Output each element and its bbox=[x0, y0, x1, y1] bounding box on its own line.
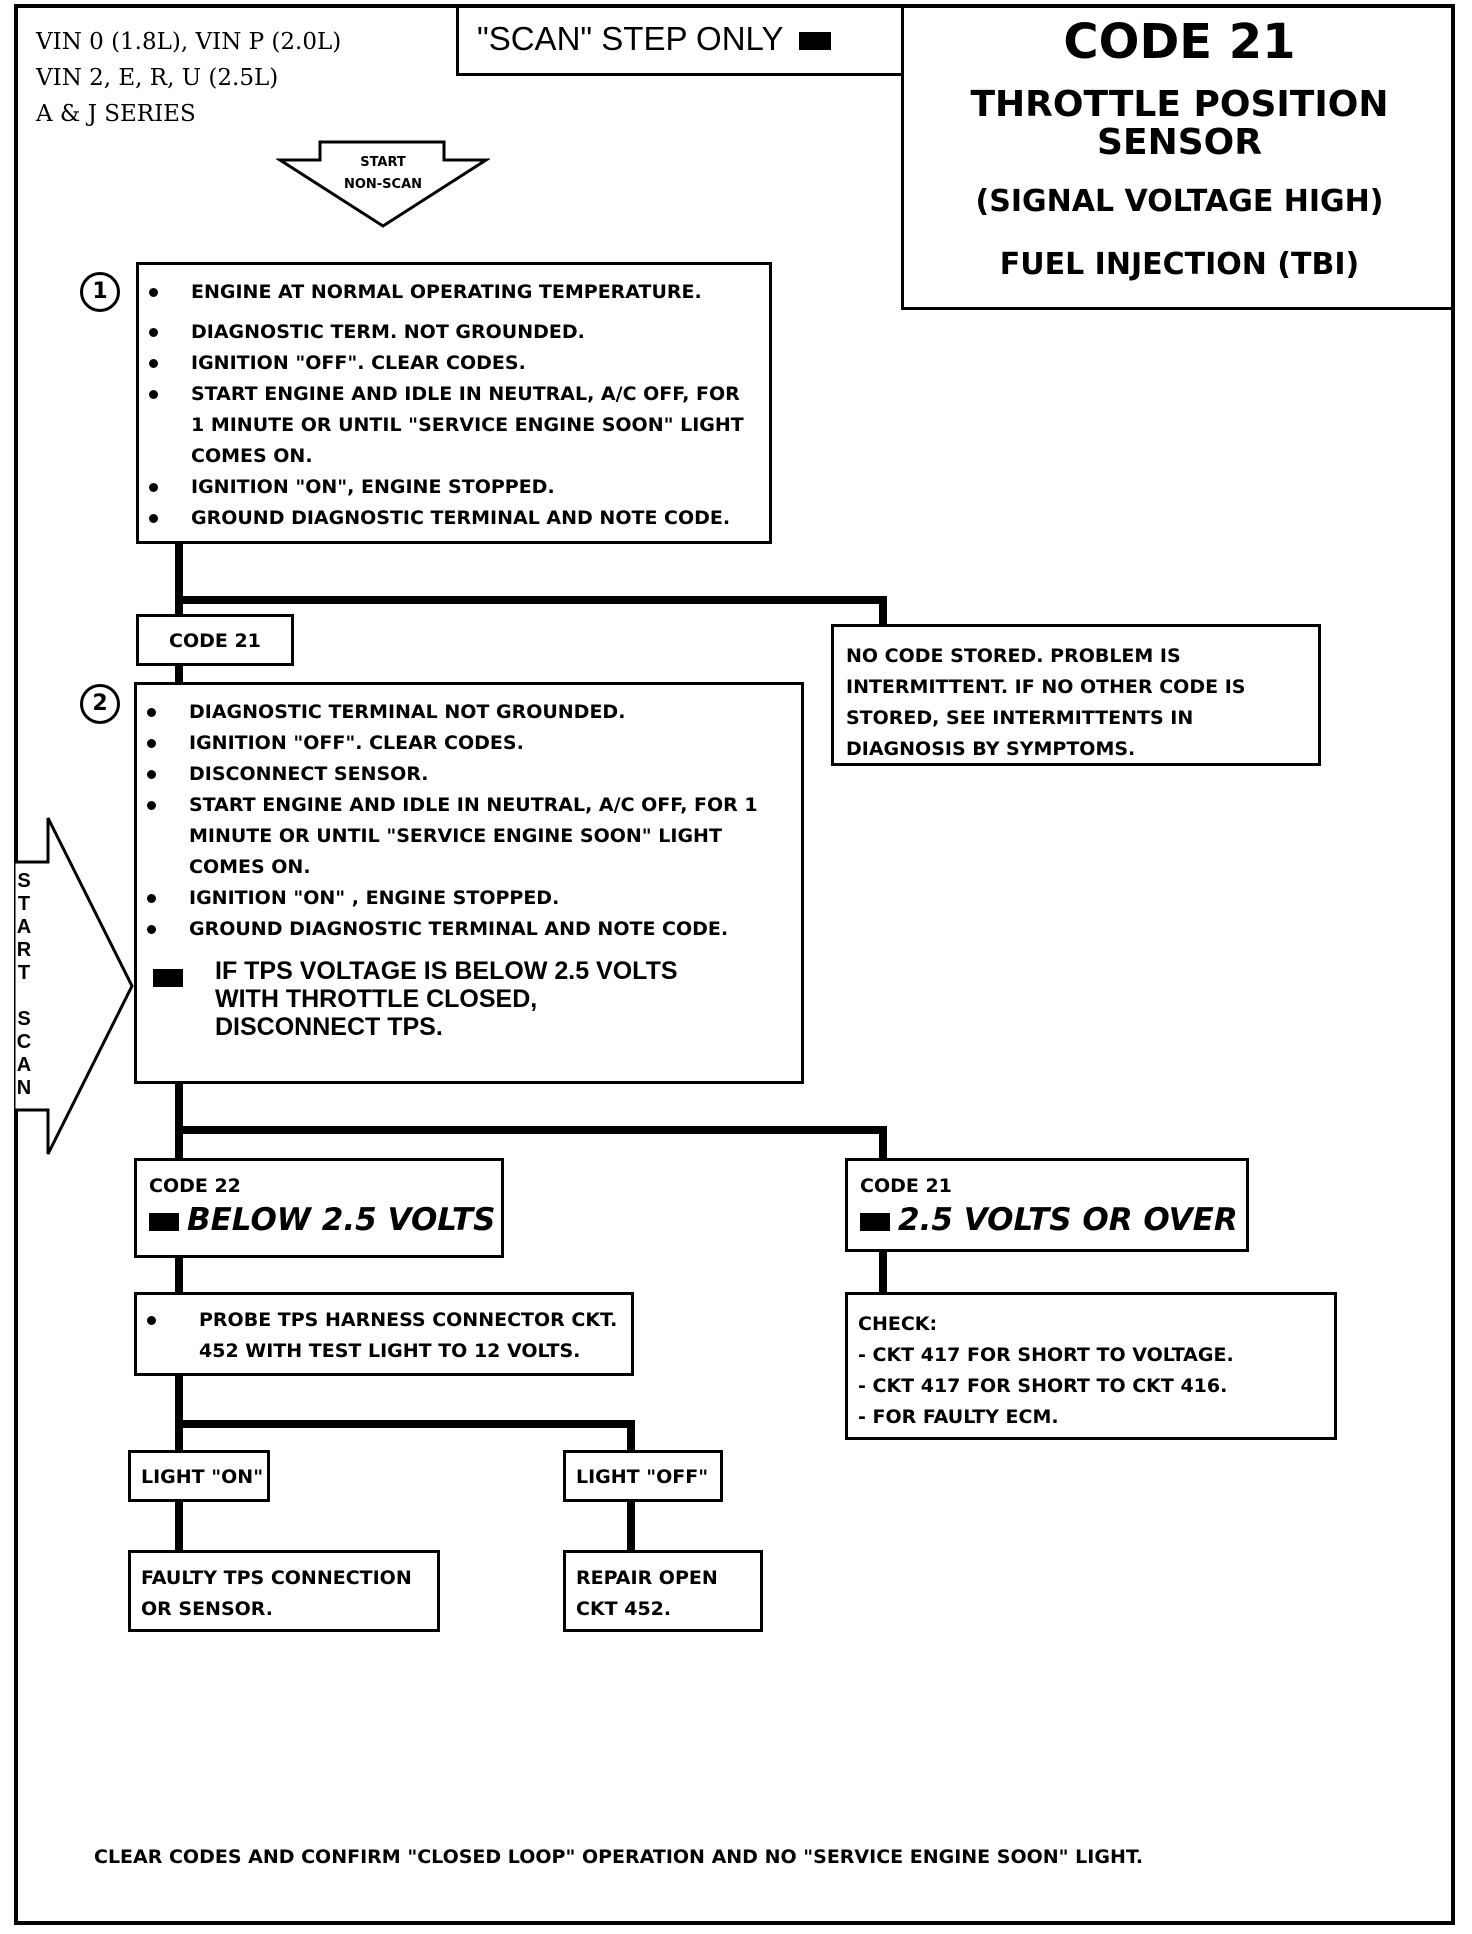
scan-note-line: IF TPS VOLTAGE IS BELOW 2.5 VOLTS bbox=[215, 957, 678, 985]
connector-code22-down bbox=[175, 1256, 183, 1294]
code-22-value-row: BELOW 2.5 VOLTS bbox=[149, 1202, 501, 1238]
connector-to-light-off bbox=[627, 1420, 635, 1464]
repair-text: REPAIR OPEN CKT 452. bbox=[576, 1567, 718, 1620]
code-22-label: CODE 22 bbox=[149, 1175, 241, 1197]
faulty-box: FAULTY TPS CONNECTION OR SENSOR. bbox=[128, 1550, 440, 1632]
step-2-item: IGNITION "ON" , ENGINE STOPPED. bbox=[137, 883, 787, 914]
start-scan-letter: A bbox=[16, 916, 32, 938]
sensor-title: THROTTLE POSITION SENSOR bbox=[970, 84, 1389, 163]
connector-to-no-code bbox=[879, 596, 887, 626]
probe-box: PROBE TPS HARNESS CONNECTOR CKT. 452 WIT… bbox=[134, 1292, 634, 1376]
light-off-label: LIGHT "OFF" bbox=[576, 1466, 709, 1488]
scan-step-label: "SCAN" STEP ONLY bbox=[477, 20, 784, 57]
code-22-box: CODE 22 BELOW 2.5 VOLTS bbox=[134, 1158, 504, 1258]
code-21-label: CODE 21 bbox=[169, 630, 261, 652]
connector-split-3 bbox=[175, 1420, 635, 1428]
step-2-item: DIAGNOSTIC TERMINAL NOT GROUNDED. bbox=[137, 697, 787, 728]
step-1-item: IGNITION "ON", ENGINE STOPPED. bbox=[139, 472, 755, 503]
step-1-item: DIAGNOSTIC TERM. NOT GROUNDED. bbox=[139, 317, 755, 348]
light-on-label: LIGHT "ON" bbox=[141, 1466, 264, 1488]
step-1-item: ENGINE AT NORMAL OPERATING TEMPERATURE. bbox=[139, 277, 755, 308]
no-code-text: NO CODE STORED. PROBLEM IS INTERMITTENT.… bbox=[846, 645, 1246, 760]
start-scan-letter: A bbox=[16, 1054, 32, 1076]
connector-step1-down bbox=[175, 542, 183, 624]
connector-light-on-down bbox=[175, 1500, 183, 1556]
code-21-over-label: CODE 21 bbox=[860, 1175, 952, 1197]
connector-split-1 bbox=[175, 596, 887, 604]
start-scan-label: S T A R T S C A N bbox=[14, 870, 34, 1100]
connector-light-off-down bbox=[627, 1500, 635, 1556]
vin-line-1: VIN 0 (1.8L), VIN P (2.0L) bbox=[36, 29, 342, 55]
check-title: CHECK: bbox=[858, 1313, 938, 1335]
repair-box: REPAIR OPEN CKT 452. bbox=[563, 1550, 763, 1632]
step-2-list: DIAGNOSTIC TERMINAL NOT GROUNDED. IGNITI… bbox=[137, 697, 787, 945]
step-1-marker: 1 bbox=[80, 272, 120, 312]
start-scan-letter: S bbox=[17, 870, 31, 892]
start-text: START bbox=[360, 155, 406, 170]
condition-title: (SIGNAL VOLTAGE HIGH) bbox=[975, 184, 1384, 219]
step-2-marker: 2 bbox=[80, 684, 120, 724]
light-off-box: LIGHT "OFF" bbox=[563, 1450, 723, 1502]
code-title: CODE 21 bbox=[1063, 14, 1296, 70]
step-2-item: IGNITION "OFF". CLEAR CODES. bbox=[137, 728, 787, 759]
connector-probe-down bbox=[175, 1374, 183, 1464]
probe-list: PROBE TPS HARNESS CONNECTOR CKT. 452 WIT… bbox=[137, 1305, 625, 1367]
connector-code21-down bbox=[175, 662, 183, 684]
check-item: - CKT 417 FOR SHORT TO CKT 416. bbox=[858, 1375, 1228, 1397]
connector-to-code21-over bbox=[879, 1126, 887, 1160]
step-2-item: START ENGINE AND IDLE IN NEUTRAL, A/C OF… bbox=[137, 790, 787, 883]
connector-code21-check bbox=[879, 1250, 887, 1294]
connector-step2-down bbox=[175, 1080, 183, 1160]
series-line: A & J SERIES bbox=[36, 101, 196, 127]
light-on-box: LIGHT "ON" bbox=[128, 1450, 270, 1502]
non-scan-text: NON-SCAN bbox=[344, 177, 422, 192]
scan-note: IF TPS VOLTAGE IS BELOW 2.5 VOLTS WITH T… bbox=[137, 957, 787, 1041]
scan-note-line: WITH THROTTLE CLOSED, bbox=[215, 985, 538, 1013]
scan-marker-icon bbox=[860, 1212, 890, 1231]
step-2-box: DIAGNOSTIC TERMINAL NOT GROUNDED. IGNITI… bbox=[134, 682, 804, 1084]
start-non-scan-arrow: START NON-SCAN bbox=[276, 140, 490, 228]
step-1-list: ENGINE AT NORMAL OPERATING TEMPERATURE. … bbox=[139, 277, 755, 534]
start-scan-letter bbox=[14, 985, 34, 1008]
scan-note-line: DISCONNECT TPS. bbox=[215, 1013, 443, 1041]
faulty-text: FAULTY TPS CONNECTION OR SENSOR. bbox=[141, 1567, 412, 1620]
code-22-value: BELOW 2.5 VOLTS bbox=[187, 1202, 496, 1238]
check-item: - FOR FAULTY ECM. bbox=[858, 1406, 1059, 1428]
step-1-box: ENGINE AT NORMAL OPERATING TEMPERATURE. … bbox=[136, 262, 772, 544]
check-item: - CKT 417 FOR SHORT TO VOLTAGE. bbox=[858, 1344, 1234, 1366]
code-21-over-value: 2.5 VOLTS OR OVER bbox=[898, 1202, 1238, 1238]
start-scan-letter: T bbox=[17, 962, 31, 984]
check-box: CHECK: - CKT 417 FOR SHORT TO VOLTAGE. -… bbox=[845, 1292, 1337, 1440]
start-scan-letter: R bbox=[16, 939, 32, 961]
system-title: FUEL INJECTION (TBI) bbox=[999, 247, 1360, 282]
probe-text: PROBE TPS HARNESS CONNECTOR CKT. 452 WIT… bbox=[137, 1305, 625, 1367]
start-scan-letter: N bbox=[16, 1077, 32, 1099]
no-code-box: NO CODE STORED. PROBLEM IS INTERMITTENT.… bbox=[831, 624, 1321, 766]
vin-header: VIN 0 (1.8L), VIN P (2.0L) VIN 2, E, R, … bbox=[36, 24, 341, 132]
scan-marker-icon bbox=[153, 969, 183, 987]
step-1-item: IGNITION "OFF". CLEAR CODES. bbox=[139, 348, 755, 379]
code-21-box: CODE 21 bbox=[136, 614, 294, 666]
start-scan-letter: S bbox=[17, 1008, 31, 1030]
start-scan-letter: C bbox=[16, 1031, 32, 1053]
start-scan-arrow bbox=[14, 817, 134, 1155]
code-21-over-value-row: 2.5 VOLTS OR OVER bbox=[860, 1202, 1246, 1238]
start-scan-letter: T bbox=[17, 893, 31, 915]
step-1-item: START ENGINE AND IDLE IN NEUTRAL, A/C OF… bbox=[139, 379, 755, 472]
connector-split-2 bbox=[175, 1126, 887, 1134]
step-2-item: DISCONNECT SENSOR. bbox=[137, 759, 787, 790]
scan-marker-icon bbox=[149, 1212, 179, 1231]
footer-note: CLEAR CODES AND CONFIRM "CLOSED LOOP" OP… bbox=[94, 1846, 1144, 1868]
scan-marker-icon bbox=[799, 32, 832, 51]
step-1-item: GROUND DIAGNOSTIC TERMINAL AND NOTE CODE… bbox=[139, 503, 755, 534]
code-21-over-box: CODE 21 2.5 VOLTS OR OVER bbox=[845, 1158, 1249, 1252]
title-box: CODE 21 THROTTLE POSITION SENSOR (SIGNAL… bbox=[901, 4, 1455, 310]
vin-line-2: VIN 2, E, R, U (2.5L) bbox=[36, 65, 279, 91]
step-2-item: GROUND DIAGNOSTIC TERMINAL AND NOTE CODE… bbox=[137, 914, 787, 945]
scan-step-legend: "SCAN" STEP ONLY bbox=[456, 4, 904, 76]
